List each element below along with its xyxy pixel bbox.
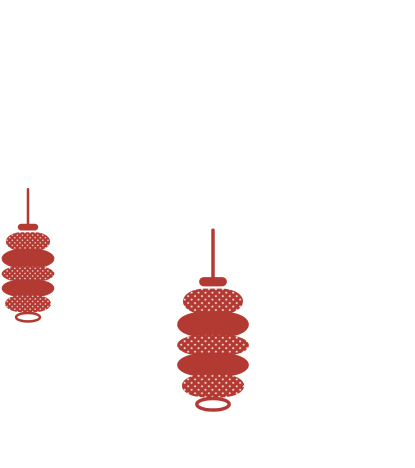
lantern-band bbox=[1, 249, 55, 268]
lantern-band bbox=[5, 232, 51, 251]
lantern-body bbox=[177, 228, 249, 412]
lantern-band bbox=[181, 374, 245, 398]
lantern-string bbox=[211, 228, 215, 280]
lantern-band bbox=[1, 279, 55, 297]
lantern-body bbox=[1, 188, 55, 323]
lantern-band bbox=[182, 288, 244, 315]
lantern-top-cap bbox=[17, 223, 39, 231]
lantern-band bbox=[1, 266, 55, 282]
lantern-band bbox=[177, 311, 249, 338]
lantern-top-cap bbox=[199, 277, 227, 287]
small-red-lantern-icon bbox=[1, 188, 55, 323]
lantern-bottom-ring bbox=[14, 311, 42, 323]
lantern-band bbox=[177, 353, 249, 377]
lantern-band bbox=[177, 334, 249, 356]
lantern-band bbox=[5, 295, 51, 313]
lantern-string bbox=[26, 188, 30, 226]
large-red-lantern-icon bbox=[177, 228, 249, 412]
lantern-bottom-ring bbox=[195, 396, 231, 412]
